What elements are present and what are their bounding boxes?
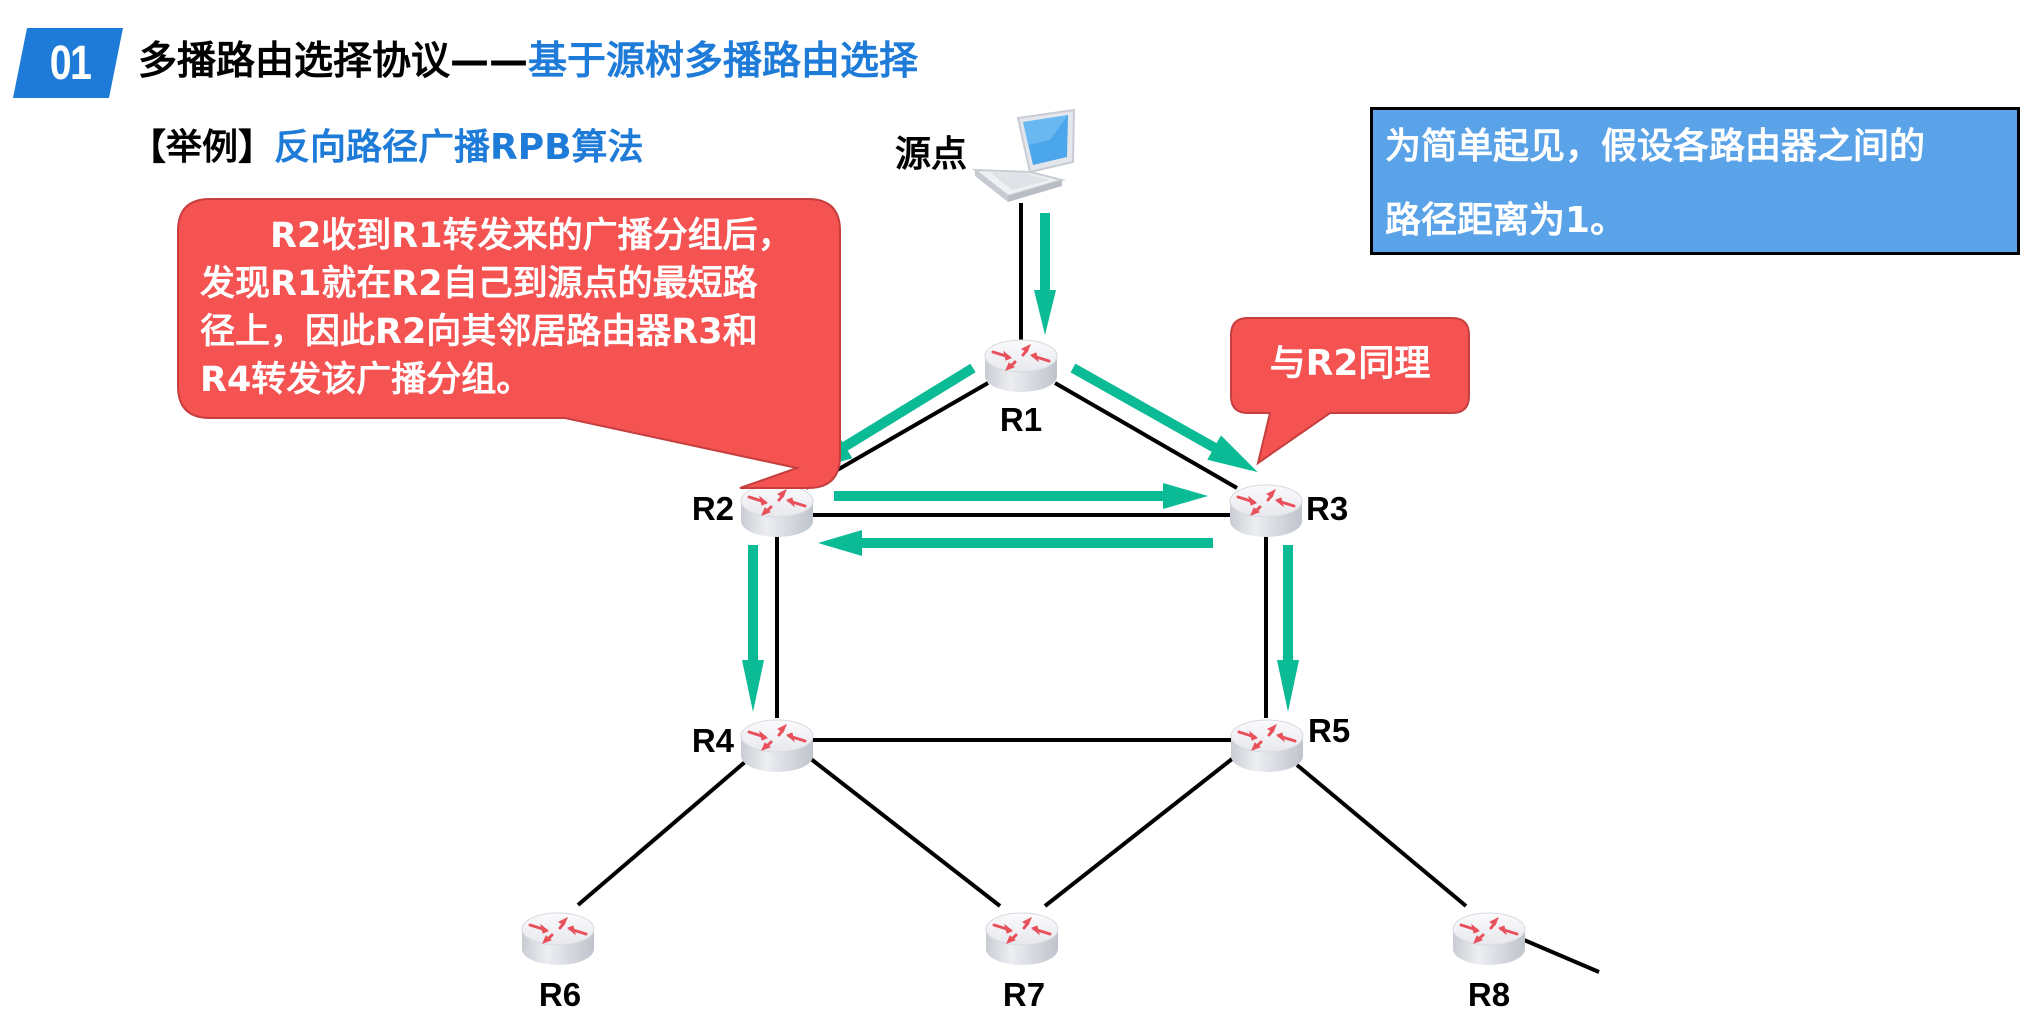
callout-r2-line-4: R4转发该广播分组。 [200, 360, 532, 400]
router-R6[interactable] [520, 911, 596, 967]
router-label-R3: R3 [1306, 490, 1348, 527]
router-R7[interactable] [984, 911, 1060, 967]
note-line-2: 路径距离为1。 [1385, 200, 1627, 241]
router-label-R2: R2 [692, 490, 734, 527]
arrow-r1-to-r2 [803, 363, 976, 472]
title-main: 多播路由选择协议—— [138, 39, 529, 84]
router-label-R8: R8 [1468, 976, 1510, 1013]
assumption-note: 为简单起见，假设各路由器之间的 路径距离为1。 [1370, 107, 2020, 255]
router-label-R6: R6 [539, 976, 581, 1013]
router-R5[interactable] [1229, 718, 1305, 774]
link-r8-external [1523, 938, 1600, 974]
laptop-icon [971, 108, 1076, 202]
callout-r3-text: 与R2同理 [1269, 343, 1431, 384]
router-R3[interactable] [1228, 483, 1304, 539]
callout-r2-line-2: 发现R1就在R2自己到源点的最短路 [200, 264, 758, 304]
router-label-R1: R1 [1000, 401, 1042, 438]
router-label-R5: R5 [1308, 712, 1350, 749]
link-r4-r7 [809, 757, 1002, 908]
callout-r2-line-1: R2收到R1转发来的广播分组后， [200, 216, 793, 256]
callout-r2-text: R2收到R1转发来的广播分组后， 发现R1就在R2自己到源点的最短路 径上，因此… [200, 212, 830, 404]
router-label-R4: R4 [692, 722, 735, 759]
arrow-source-to-r1 [1034, 213, 1056, 335]
callout-r2-line-3: 径上，因此R2向其邻居路由器R3和 [200, 312, 758, 352]
arrow-r3-to-r5 [1277, 545, 1299, 712]
title-accent: 基于源树多播路由选择 [528, 39, 919, 84]
section-number-badge [13, 28, 123, 98]
link-r4-r6 [576, 760, 747, 907]
callout-r2-bubble [177, 198, 841, 489]
arrow-r2-to-r4 [742, 545, 764, 712]
router-R2[interactable] [739, 483, 815, 539]
arrow-r2-to-r3 [834, 483, 1208, 509]
note-line-1: 为简单起见，假设各路由器之间的 [1385, 126, 1926, 167]
page-title: 多播路由选择协议——基于源树多播路由选择 [138, 36, 918, 88]
arrow-r1-to-r3 [1070, 363, 1258, 473]
link-r5-r7 [1043, 757, 1234, 908]
router-R1[interactable] [983, 338, 1059, 394]
subtitle-prefix: 【举例】 [130, 127, 275, 168]
section-number: 01 [49, 37, 92, 90]
source-label: 源点 [895, 134, 967, 175]
arrow-r3-to-r2 [818, 530, 1213, 556]
callout-r3-bubble [1230, 317, 1470, 466]
router-R8[interactable] [1451, 911, 1527, 967]
link-r1-r3 [1054, 381, 1238, 490]
subtitle-accent: 反向路径广播RPB算法 [274, 127, 644, 168]
link-r5-r8 [1295, 763, 1468, 908]
router-label-R7: R7 [1003, 976, 1045, 1013]
router-R4[interactable] [739, 718, 815, 774]
forwarding-arrows [742, 213, 1299, 712]
example-subtitle: 【举例】反向路径广播RPB算法 [130, 124, 644, 172]
